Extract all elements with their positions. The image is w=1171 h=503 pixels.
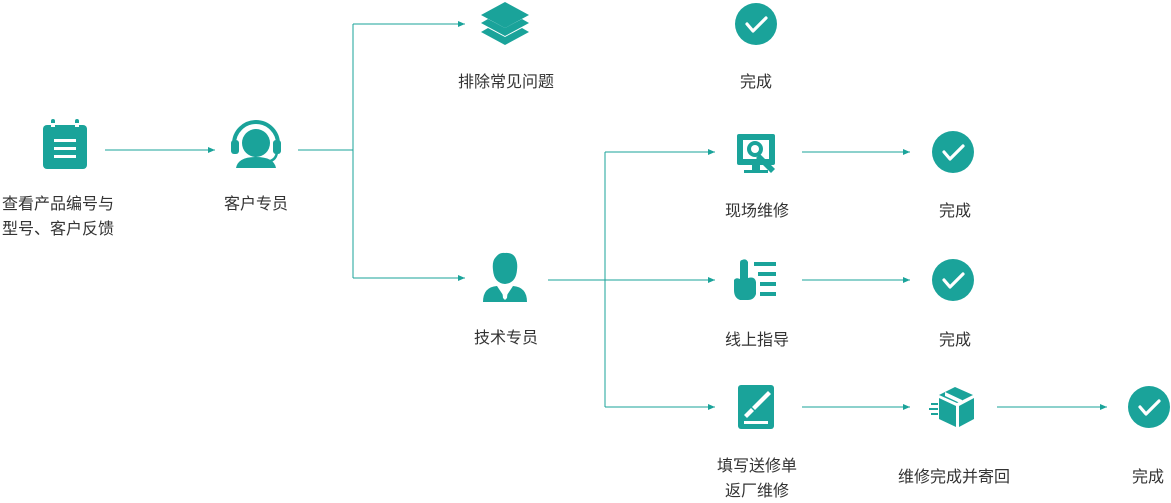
check-circle-icon bbox=[932, 131, 974, 173]
product-info-label-line-2: 型号、客户反馈 bbox=[2, 219, 115, 238]
check-circle-icon bbox=[735, 3, 777, 45]
repair-form-label-line-1: 填写送修单 bbox=[716, 456, 798, 475]
done-2-label: 完成 bbox=[938, 201, 972, 220]
product-info-label: 查看产品编号与 型号、客户反馈 bbox=[2, 191, 114, 241]
done-3-label: 完成 bbox=[938, 330, 972, 349]
wrench-monitor-icon bbox=[737, 134, 775, 173]
product-info-label-line-1: 查看产品编号与 bbox=[2, 194, 115, 213]
connectors bbox=[105, 21, 1107, 410]
package-icon bbox=[929, 387, 974, 427]
tech-specialist-label: 技术专员 bbox=[473, 328, 539, 347]
check-circle-icon bbox=[1128, 386, 1170, 428]
headset-agent-icon bbox=[231, 120, 281, 168]
ship-back-label: 维修完成并寄回 bbox=[897, 467, 1011, 486]
repair-form-label: 填写送修单 返厂维修 bbox=[717, 453, 797, 503]
repair-form-label-line-2: 返厂维修 bbox=[724, 481, 790, 500]
form-pen-icon bbox=[738, 385, 774, 429]
done-1-label: 完成 bbox=[739, 72, 773, 91]
done-4-label: 完成 bbox=[1131, 467, 1165, 486]
hand-list-icon bbox=[734, 259, 776, 300]
online-guide-label: 线上指导 bbox=[724, 330, 790, 349]
onsite-repair-label: 现场维修 bbox=[724, 201, 790, 220]
customer-service-label: 客户专员 bbox=[223, 194, 289, 213]
check-circle-icon bbox=[932, 259, 974, 301]
businessman-icon bbox=[483, 252, 527, 302]
clipboard-icon bbox=[43, 119, 87, 169]
layers-icon bbox=[481, 2, 529, 45]
troubleshoot-label: 排除常见问题 bbox=[457, 72, 555, 91]
